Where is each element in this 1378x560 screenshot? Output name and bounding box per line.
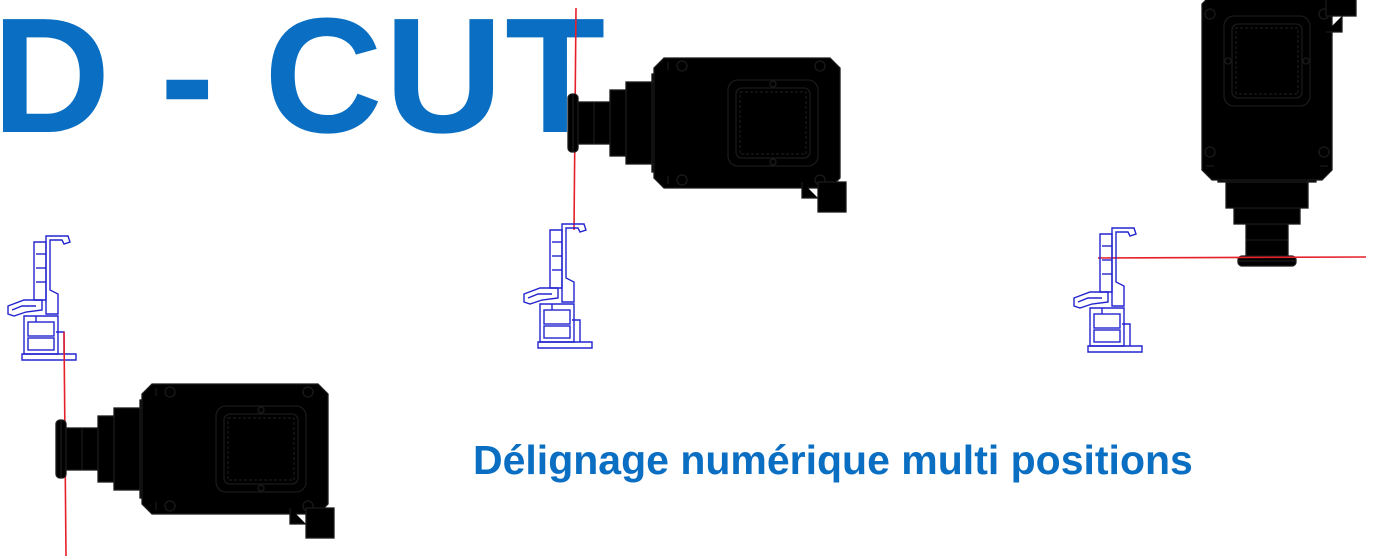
window-profile-icon [1073,227,1143,353]
position-vertical [1073,0,1367,353]
spindle-motor-icon [567,57,847,213]
window-profile-icon [523,223,593,349]
cut-line [1097,256,1367,259]
page-title: D - CUT [0,0,608,167]
window-profile-icon [7,235,77,361]
position-horizontal-high [523,7,847,349]
page-subtitle: Délignage numérique multi positions [473,437,1193,483]
spindle-motor-icon [55,383,335,539]
position-horizontal-low [7,235,335,557]
spindle-motor-icon [1201,0,1357,267]
